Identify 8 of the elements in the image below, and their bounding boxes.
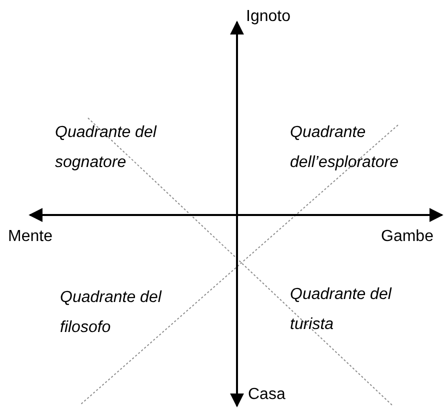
axis-label: Ignoto [246,7,290,27]
axis-label: Casa [248,385,286,405]
quadrant-label: Quadrante del turista [290,285,393,335]
axis-label: Mente [8,227,52,247]
quadrant-label: Quadrante dell’esploratore [290,123,400,173]
axis-label: Gambe [381,227,434,247]
quadrant-label: Quadrante del filosofo [60,288,163,338]
quadrant-label: Quadrante del sognatore [55,123,158,173]
